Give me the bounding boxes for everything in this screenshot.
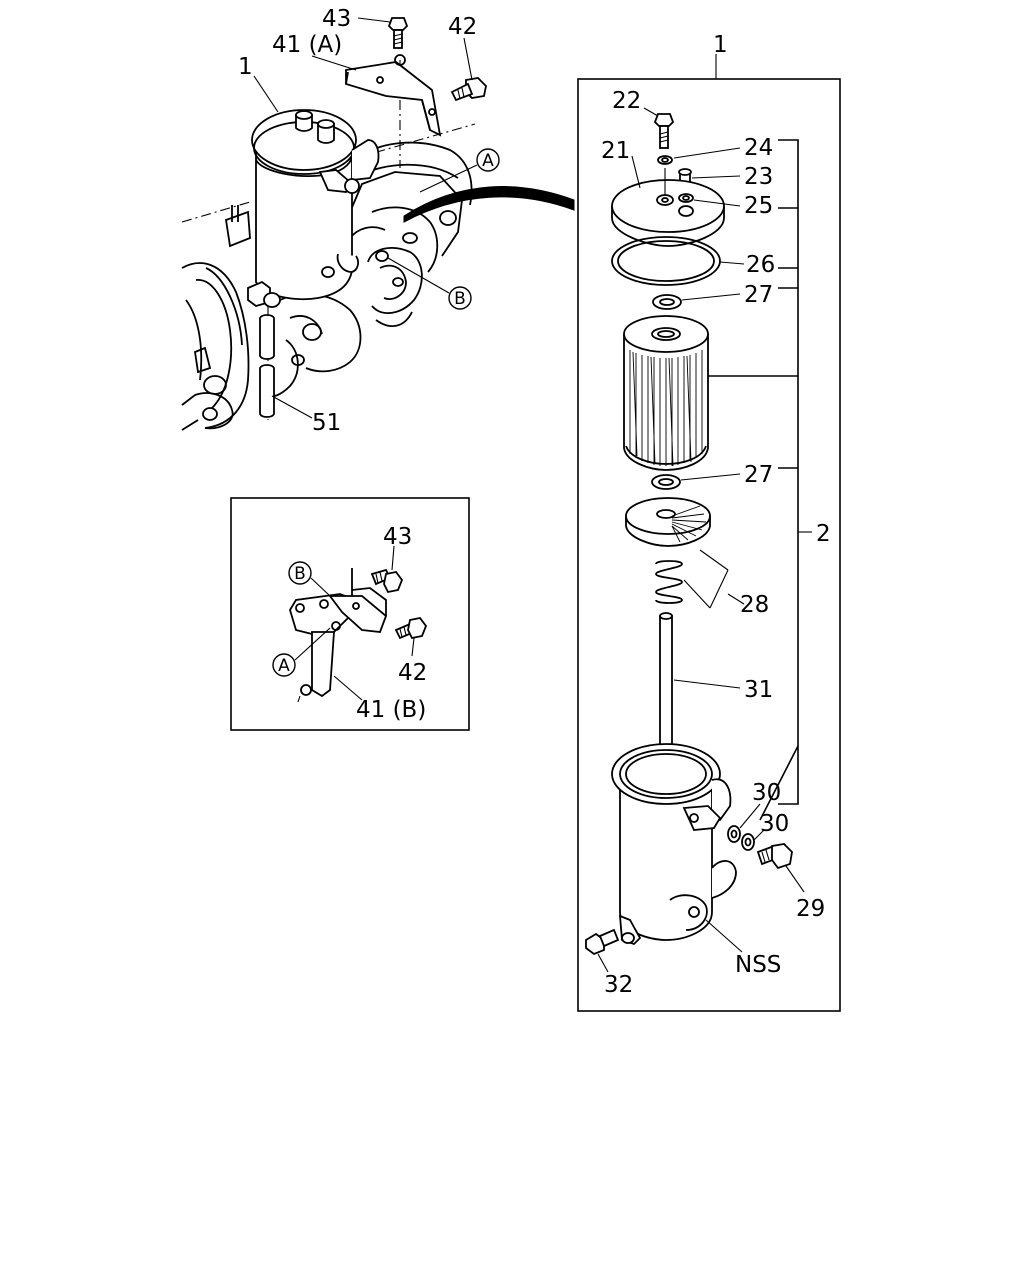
filter-element [623,315,709,471]
callout-a-detail-label: A [278,656,290,676]
label-27-lower: 27 [744,462,773,488]
exploded-view: 1 2 22 24 23 [577,32,841,1012]
bolt-42-detail [394,617,428,640]
callout-b-label: B [454,289,466,309]
label-43-detail: 43 [383,524,412,550]
washer-25: 25 [678,193,773,219]
eye-bolt-29: 29 [756,843,825,922]
washer-30a: 30 [727,780,781,843]
connector-curve [403,186,575,223]
o-ring-26: 26 [611,236,775,286]
center-pipe-31: 31 [659,612,773,774]
label-21: 21 [601,138,630,164]
bracket-41a [345,54,442,137]
fuel-filter-assembly [247,109,380,308]
detail-view: B A 43 42 41 (B) [230,497,470,731]
washer-30b: 30 [741,811,789,851]
bolt-43-detail [370,568,404,594]
label-31: 31 [744,677,773,703]
callout-b-engine: B [387,257,472,310]
drain-plug-32: 32 [585,928,633,998]
label-24: 24 [744,135,773,161]
kit-bracket-line [706,139,799,821]
bolt-43-engine [387,17,409,49]
exploded-view-frame [577,78,841,1012]
seal-27-upper: 27 [652,282,773,310]
engine-block [181,141,473,431]
callout-a-engine: A [419,148,500,193]
washer-24: 24 [657,135,773,165]
label-26: 26 [746,252,775,278]
label-30a: 30 [752,780,781,806]
callout-a-detail: A [272,627,331,677]
label-1-assembly: 1 [713,32,728,58]
label-41b-detail: 41 (B) [356,697,426,723]
bolt-22: 22 [612,88,675,149]
label-nss: NSS [735,952,781,978]
callout-b-detail-label: B [294,564,306,584]
spring-seat-28 [625,497,711,547]
label-27-upper: 27 [744,282,773,308]
label-23: 23 [744,164,773,190]
label-41a-engine: 41 (A) [272,32,342,58]
label-1-engine: 1 [238,54,253,80]
label-22: 22 [612,88,641,114]
label-43-engine: 43 [322,6,351,32]
callout-a-label: A [482,151,494,171]
cap-21: 21 [601,138,725,247]
label-51-engine: 51 [312,410,341,436]
bracket-41b [289,568,388,703]
label-29: 29 [796,896,825,922]
engine-view: A B 43 42 41 (A) 1 51 [181,6,575,436]
label-42-engine: 42 [448,14,477,40]
spring: 28 [655,549,769,618]
label-2-kit: 2 [816,521,831,547]
bolt-42-engine [450,77,487,102]
filter-case-nss: NSS [611,743,781,978]
detail-view-frame [230,497,470,731]
label-25: 25 [744,193,773,219]
label-28: 28 [740,592,769,618]
hose-51 [259,314,275,418]
callout-b-detail: B [288,561,331,597]
seal-27-lower: 27 [651,462,773,490]
label-32: 32 [604,972,633,998]
label-42-detail: 42 [398,660,427,686]
label-30b: 30 [760,811,789,837]
